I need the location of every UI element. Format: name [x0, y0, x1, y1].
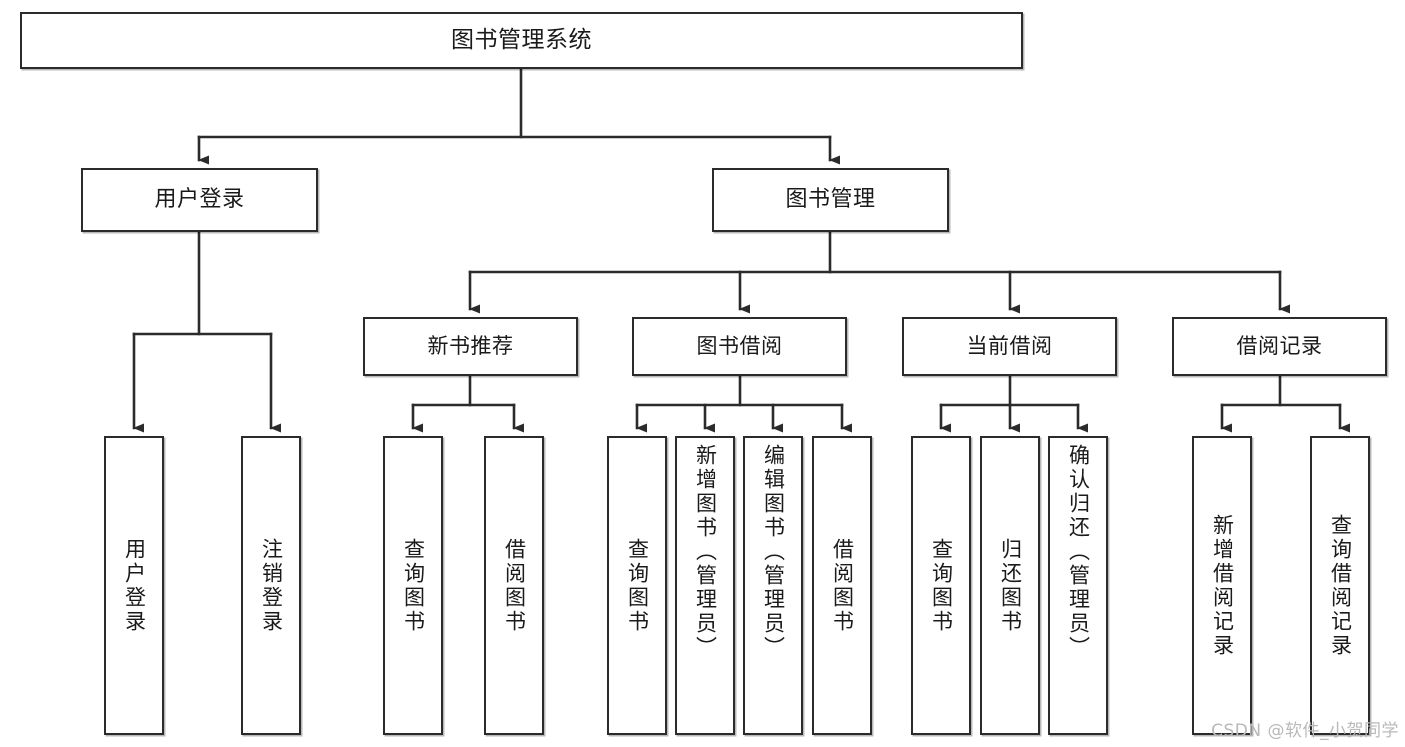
leaf-borrow-add-book-admin-label: 新增图书（管理员）: [693, 444, 718, 660]
leaf-borrow-query-book[interactable]: 查询图书: [607, 436, 667, 735]
leaf-new-book-borrow[interactable]: 借阅图书: [484, 436, 544, 735]
node-current-borrow-label: 当前借阅: [966, 333, 1053, 358]
node-book-borrow[interactable]: 图书借阅: [632, 317, 847, 376]
leaf-user-login-signout[interactable]: 注销登录: [241, 436, 301, 735]
node-current-borrow[interactable]: 当前借阅: [902, 317, 1117, 376]
leaf-user-login-signout-label: 注销登录: [259, 537, 284, 634]
leaf-current-return-book-label: 归还图书: [998, 537, 1023, 634]
node-root-system[interactable]: 图书管理系统: [20, 12, 1023, 69]
leaf-new-book-borrow-label: 借阅图书: [502, 537, 527, 634]
leaf-current-query-book[interactable]: 查询图书: [911, 436, 971, 735]
leaf-record-query-record[interactable]: 查询借阅记录: [1310, 436, 1370, 735]
watermark-credit: CSDN @软件_小贺同学: [1211, 721, 1399, 741]
leaf-borrow-add-book-admin[interactable]: 新增图书（管理员）: [675, 436, 735, 735]
leaf-borrow-edit-book-admin-label: 编辑图书（管理员）: [761, 444, 786, 660]
leaf-current-return-book[interactable]: 归还图书: [980, 436, 1040, 735]
leaf-new-book-query[interactable]: 查询图书: [383, 436, 443, 735]
node-borrow-record[interactable]: 借阅记录: [1172, 317, 1387, 376]
node-root-system-label: 图书管理系统: [451, 26, 592, 53]
leaf-current-confirm-return-admin-label: 确认归还（管理员）: [1066, 444, 1091, 660]
node-book-management[interactable]: 图书管理: [712, 168, 949, 232]
leaf-current-query-book-label: 查询图书: [929, 537, 954, 634]
node-new-book-recommend-label: 新书推荐: [427, 333, 514, 358]
node-book-borrow-label: 图书借阅: [696, 333, 783, 358]
node-book-management-label: 图书管理: [785, 186, 876, 212]
node-new-book-recommend[interactable]: 新书推荐: [363, 317, 578, 376]
leaf-user-login-signin[interactable]: 用户登录: [104, 436, 164, 735]
node-user-login[interactable]: 用户登录: [81, 168, 318, 232]
leaf-current-confirm-return-admin[interactable]: 确认归还（管理员）: [1048, 436, 1108, 735]
leaf-borrow-edit-book-admin[interactable]: 编辑图书（管理员）: [743, 436, 803, 735]
leaf-borrow-borrow-book-label: 借阅图书: [830, 537, 855, 634]
leaf-borrow-borrow-book[interactable]: 借阅图书: [812, 436, 872, 735]
leaf-user-login-signin-label: 用户登录: [122, 537, 147, 634]
node-borrow-record-label: 借阅记录: [1236, 333, 1323, 358]
leaf-new-book-query-label: 查询图书: [401, 537, 426, 634]
leaf-record-query-record-label: 查询借阅记录: [1328, 513, 1353, 658]
node-user-login-label: 用户登录: [154, 186, 245, 212]
leaf-borrow-query-book-label: 查询图书: [625, 537, 650, 634]
leaf-record-add-record-label: 新增借阅记录: [1210, 513, 1235, 658]
leaf-record-add-record[interactable]: 新增借阅记录: [1192, 436, 1252, 735]
